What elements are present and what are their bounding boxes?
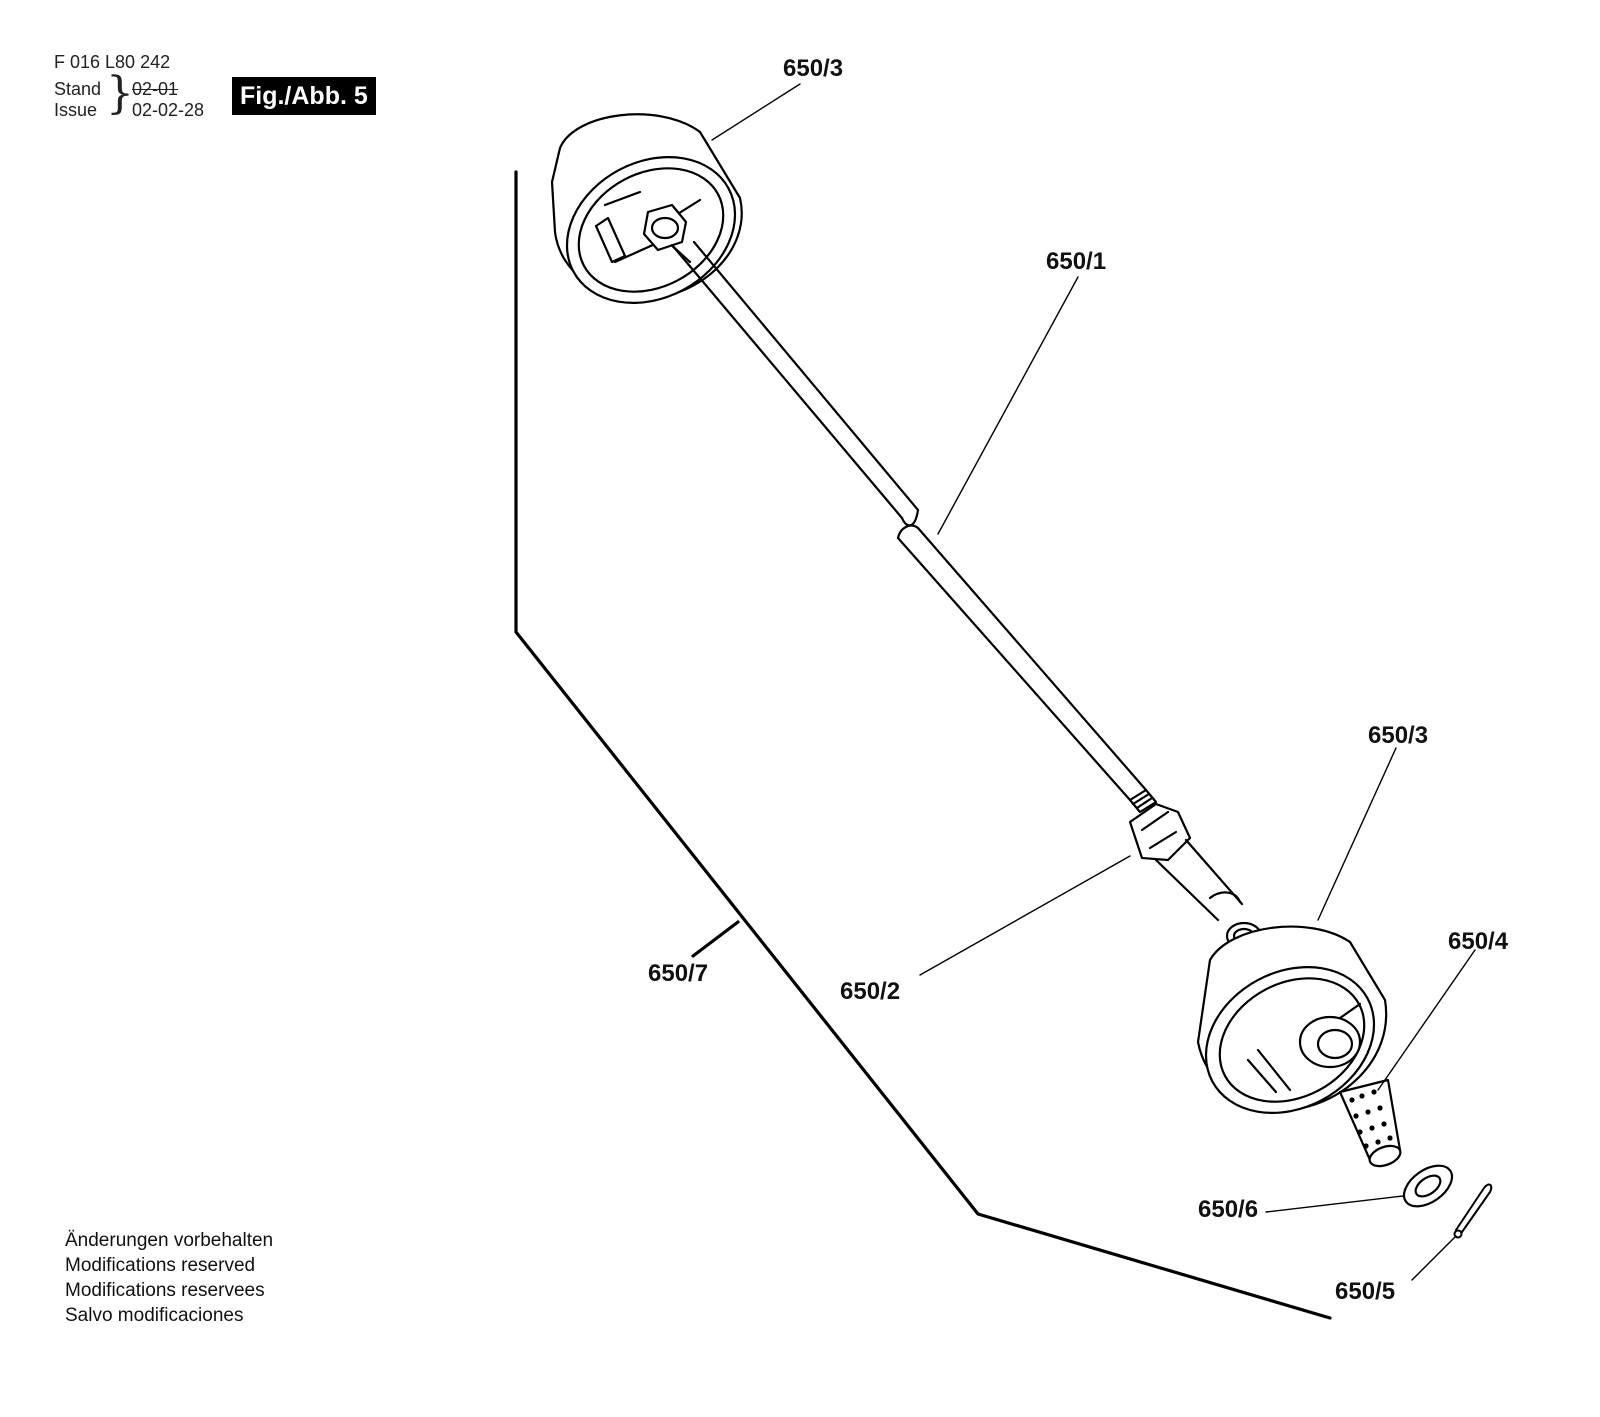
old-stand-date: 02-01: [132, 79, 179, 99]
note-german: Änderungen vorbehalten: [65, 1230, 274, 1251]
bracket-leader-tick: [691, 920, 740, 958]
figure-badge: Fig./Abb. 5: [232, 77, 376, 115]
bottom-wheel-drawing: [1196, 925, 1388, 1114]
issue-date: 02-02-28: [132, 100, 205, 120]
shaft-drawing: [670, 240, 1158, 814]
callout-650-3-bottom: 650/3: [1368, 722, 1429, 749]
stand-label: Stand: [54, 79, 102, 99]
callout-650-5: 650/5: [1335, 1278, 1396, 1305]
bushing-drawing: [1338, 1078, 1402, 1168]
callout-650-4: 650/4: [1448, 928, 1509, 955]
top-wheel-drawing: [550, 113, 743, 304]
callout-650-2: 650/2: [840, 978, 901, 1005]
note-english: Modifications reserved: [65, 1255, 256, 1276]
modification-notes: Änderungen vorbehalten Modifications res…: [65, 1228, 273, 1328]
leader-lines: [711, 83, 1476, 1281]
nut-drawing: [1128, 802, 1192, 862]
cotter-pin-drawing: [1453, 1183, 1493, 1239]
document-number: F 016 L80 242: [54, 52, 171, 72]
note-spanish: Salvo modificaciones: [65, 1305, 244, 1326]
callout-650-1: 650/1: [1046, 248, 1107, 275]
callout-650-6: 650/6: [1198, 1196, 1259, 1223]
washer-drawing: [1402, 1164, 1454, 1208]
issue-label: Issue: [54, 100, 98, 120]
assembly-bracket-line: [514, 170, 1332, 1320]
callout-650-7: 650/7: [648, 960, 709, 987]
callout-650-3-top: 650/3: [783, 55, 844, 82]
note-french: Modifications reservees: [65, 1280, 265, 1301]
brace-icon: }: [106, 68, 134, 119]
